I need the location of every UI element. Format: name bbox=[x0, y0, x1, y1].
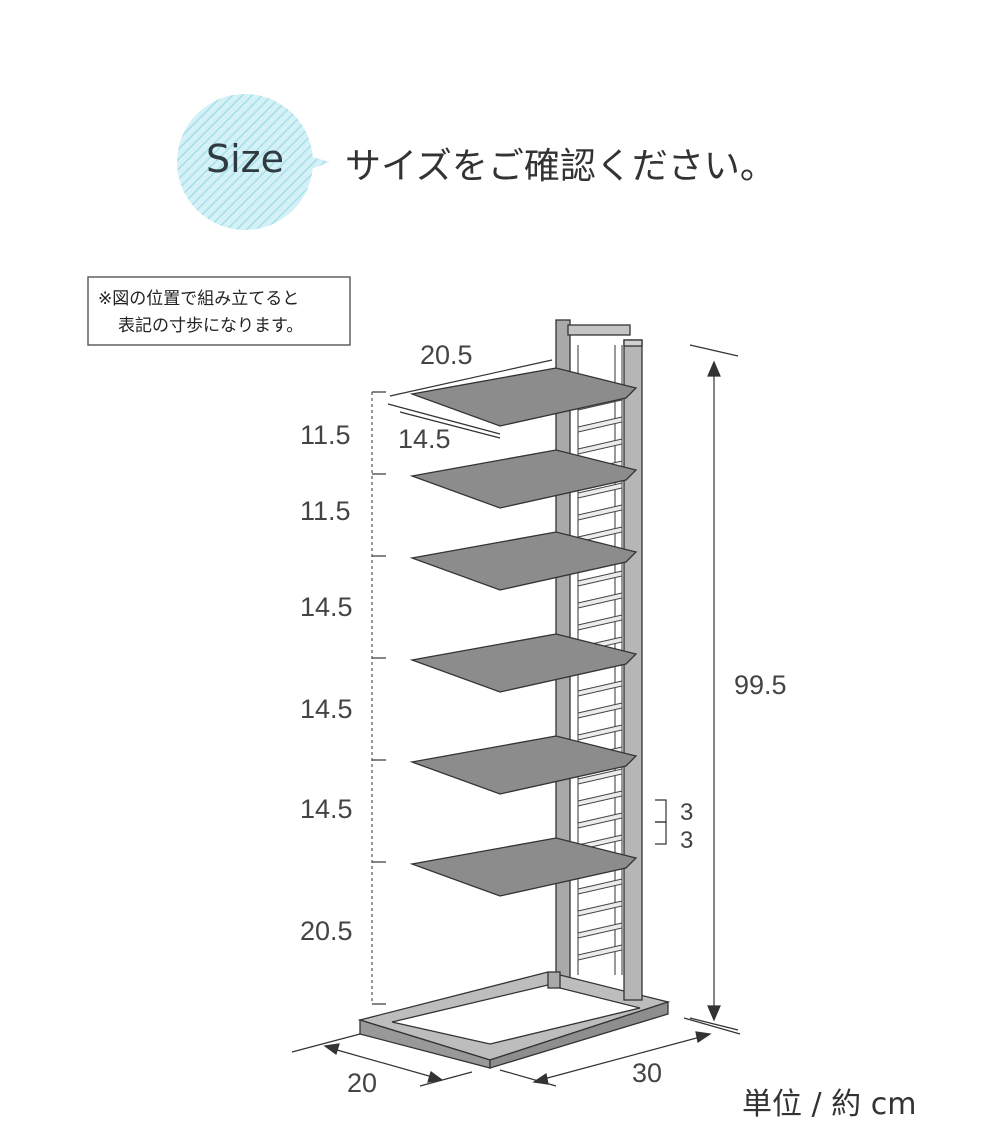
ladder-rung bbox=[577, 944, 623, 961]
ladder-rung bbox=[577, 416, 623, 433]
shelves bbox=[409, 367, 638, 897]
pitch-b-label: 3 bbox=[680, 827, 693, 854]
pitch-a-label: 3 bbox=[680, 799, 693, 826]
size-badge-label: Size bbox=[206, 137, 284, 181]
gap-2-label: 11.5 bbox=[300, 496, 351, 526]
page-title: サイズをご確認ください。 bbox=[345, 146, 776, 187]
note-line-2: 表記の寸歩になります。 bbox=[118, 316, 303, 336]
ladder-rung bbox=[577, 614, 623, 631]
unit-label: 単位 / 約 cm bbox=[742, 1087, 916, 1122]
ladder-rung bbox=[577, 790, 623, 807]
ladder-rung bbox=[577, 768, 623, 785]
shelf-3 bbox=[409, 531, 638, 591]
top-shelf-depth-label: 14.5 bbox=[398, 424, 451, 454]
top-shelf-width-label: 20.5 bbox=[420, 340, 473, 370]
ladder-rung bbox=[577, 570, 623, 587]
dimension-lines bbox=[291, 344, 741, 1087]
shelf-6 bbox=[409, 837, 638, 897]
gap-5-label: 14.5 bbox=[300, 794, 353, 824]
dimension-labels: 20.5 14.5 11.5 11.5 14.5 14.5 14.5 20.5 … bbox=[300, 340, 787, 1098]
shelf-2 bbox=[409, 449, 638, 509]
gap-4-label: 14.5 bbox=[300, 694, 353, 724]
ladder-rung bbox=[577, 592, 623, 609]
ladder-rung bbox=[577, 438, 623, 455]
gap-1-label: 11.5 bbox=[300, 420, 351, 450]
ladder-rung bbox=[577, 812, 623, 829]
ladder-rung bbox=[577, 482, 623, 499]
note-line-1: ※図の位置で組み立てると bbox=[98, 289, 299, 309]
ladder-rung bbox=[577, 680, 623, 697]
gap-6-label: 20.5 bbox=[300, 916, 353, 946]
spacing-ticks bbox=[372, 391, 386, 1005]
total-height-label: 99.5 bbox=[734, 670, 787, 700]
size-badge: Size bbox=[177, 94, 330, 230]
assembly-note: ※図の位置で組み立てると 表記の寸歩になります。 bbox=[87, 276, 351, 346]
shelf-1 bbox=[409, 367, 638, 427]
gap-3-label: 14.5 bbox=[300, 592, 353, 622]
ladder-rung bbox=[577, 724, 623, 741]
shelf-4 bbox=[409, 633, 638, 693]
ladder-rung bbox=[577, 504, 623, 521]
ladder-rung bbox=[577, 900, 623, 917]
base-depth-label: 20 bbox=[347, 1068, 377, 1098]
ladder-rung bbox=[577, 702, 623, 719]
base-frame bbox=[357, 971, 671, 1069]
ladder-rung bbox=[577, 878, 623, 895]
ladder-rung bbox=[577, 922, 623, 939]
shelf-5 bbox=[409, 735, 638, 795]
base-width-label: 30 bbox=[632, 1058, 662, 1088]
